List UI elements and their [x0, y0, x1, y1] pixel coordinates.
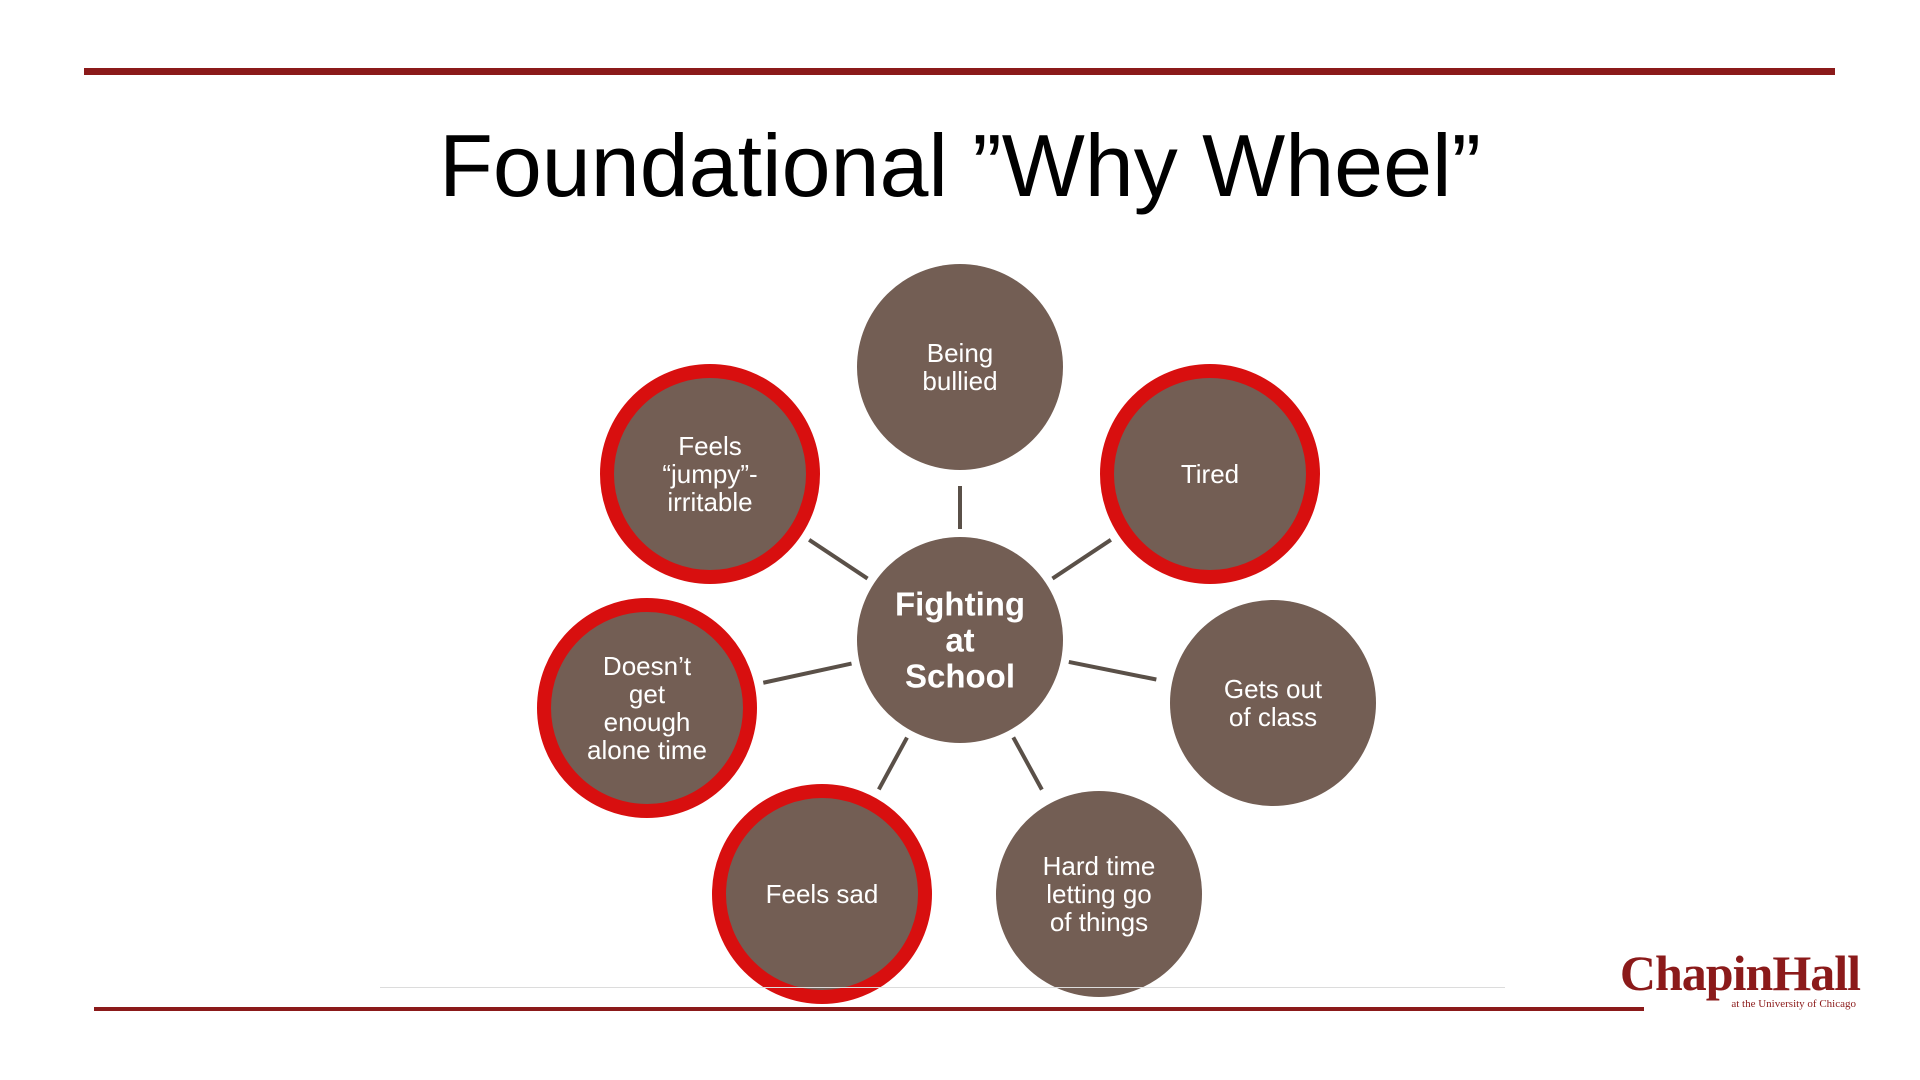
- node-gets-out-of-class-line: of class: [1229, 702, 1317, 732]
- center-node-circle: [857, 537, 1063, 743]
- node-alone-time-line: Doesn’t: [603, 651, 692, 681]
- node-alone-time-line: alone time: [587, 735, 707, 765]
- diagram-baseline: [380, 987, 1505, 988]
- node-being-bullied-line: bullied: [922, 366, 997, 396]
- connector-hard-time-letting-go: [1011, 736, 1044, 791]
- node-circle: [857, 264, 1063, 470]
- highlight-ring: [1100, 364, 1320, 584]
- node-hard-time-letting-go-line: Hard time: [1043, 851, 1156, 881]
- node-gets-out-of-class-line: Gets out: [1224, 674, 1323, 704]
- node-feels-sad: [712, 784, 932, 1004]
- connector-alone-time: [762, 661, 852, 685]
- logo-name: ChapinHall: [1619, 945, 1861, 1001]
- logo-subtitle: at the University of Chicago: [1731, 998, 1856, 1010]
- node-circle: [607, 371, 813, 577]
- node-circle: [1107, 371, 1313, 577]
- highlight-ring: [712, 784, 932, 1004]
- slide-title: Foundational ”Why Wheel”: [439, 116, 1481, 215]
- center-node-line: at: [945, 622, 974, 659]
- node-tired: [1100, 364, 1320, 584]
- connector-tired: [1051, 538, 1112, 581]
- node-alone-time: [537, 598, 757, 818]
- top-divider: [84, 68, 1835, 75]
- connector-feels-sad: [877, 736, 909, 791]
- node-alone-time-line: enough: [604, 707, 691, 737]
- connector-gets-out-of-class: [1068, 659, 1157, 682]
- center-node-line: School: [905, 658, 1015, 695]
- node-hard-time-letting-go-line: letting go: [1046, 879, 1152, 909]
- node-alone-time-line: get: [629, 679, 666, 709]
- node-hard-time-letting-go-line: of things: [1050, 907, 1148, 937]
- highlight-ring: [537, 598, 757, 818]
- node-feels-jumpy-line: irritable: [667, 487, 752, 517]
- node-feels-sad-line: Feels sad: [766, 879, 879, 909]
- node-circle: [1170, 600, 1376, 806]
- node-circle: [544, 605, 750, 811]
- node-circle: [996, 791, 1202, 997]
- node-feels-jumpy-line: “jumpy”-: [662, 459, 757, 489]
- node-gets-out-of-class: [1170, 600, 1376, 806]
- node-hard-time-letting-go: [996, 791, 1202, 997]
- node-feels-jumpy-line: Feels: [678, 431, 742, 461]
- node-feels-jumpy: [600, 364, 820, 584]
- node-being-bullied: [857, 264, 1063, 470]
- highlight-ring: [600, 364, 820, 584]
- node-circle: [719, 791, 925, 997]
- bottom-divider: [94, 1007, 1644, 1011]
- connector-feels-jumpy: [808, 538, 869, 581]
- node-tired-line: Tired: [1181, 459, 1239, 489]
- node-being-bullied-line: Being: [927, 338, 994, 368]
- chapin-hall-logo: ChapinHall at the University of Chicago: [1600, 945, 1861, 1011]
- center-node-line: Fighting: [895, 586, 1025, 623]
